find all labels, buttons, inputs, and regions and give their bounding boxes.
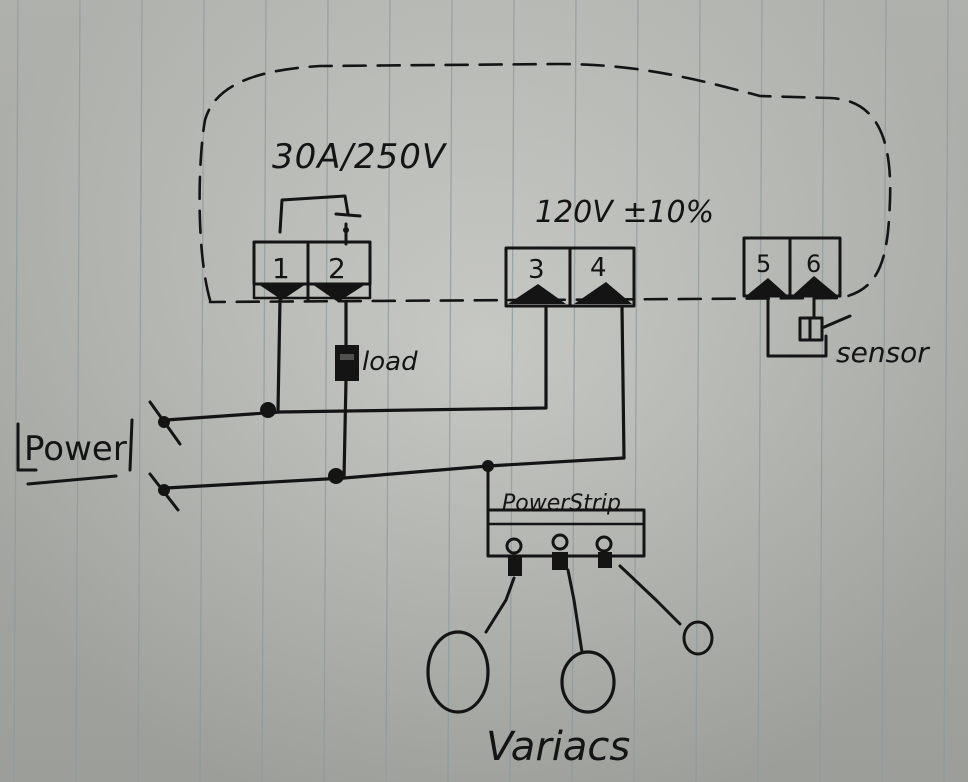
sensor-switch-symbol [798,314,852,342]
coil-jumper-wire [278,194,350,234]
variacs-label: Variacs [486,724,630,770]
terminal-block-5-6: 5 6 [742,236,842,298]
terminal-6-label: 6 [806,250,821,278]
hot-bus-line [164,304,548,422]
notebook-rules [13,0,949,782]
power-source-box: Power [16,418,134,486]
jumper-hook [334,212,362,218]
power-strip-outlets [505,533,613,576]
terminal-4-label: 4 [590,253,607,283]
terminal-2-stud [343,227,349,233]
relay-enclosure-outline [198,62,892,304]
variac-cord-2 [566,568,584,654]
load-element [335,345,359,381]
terminal-5-label: 5 [756,250,771,278]
power-label: Power [24,429,127,469]
power-strip-label: PowerStrip [502,491,621,516]
load-to-bus-wire [342,378,348,480]
variac-cord-1 [484,576,516,634]
terminal-1-label: 1 [272,252,290,285]
terminal-2-label: 2 [328,252,346,285]
terminal-block-1-2: 1 2 [252,240,372,302]
variac-2 [560,650,616,714]
variac-3 [682,620,714,656]
sensor-label: sensor [836,336,930,369]
rating-label: 30A/250V [272,137,448,177]
neutral-bus-line [164,304,626,490]
variac-1 [426,630,490,714]
sensor-wire [766,294,828,358]
terminal-3-label: 3 [528,255,545,285]
variac-cord-3 [618,564,682,626]
junction-dot-hot [260,402,276,418]
terminal-1-wire [276,298,282,412]
junction-dot-neutral [328,468,344,484]
control-voltage-label: 120V ±10% [535,195,714,230]
terminal-block-3-4: 3 4 [504,246,636,308]
load-label: load [362,347,418,377]
